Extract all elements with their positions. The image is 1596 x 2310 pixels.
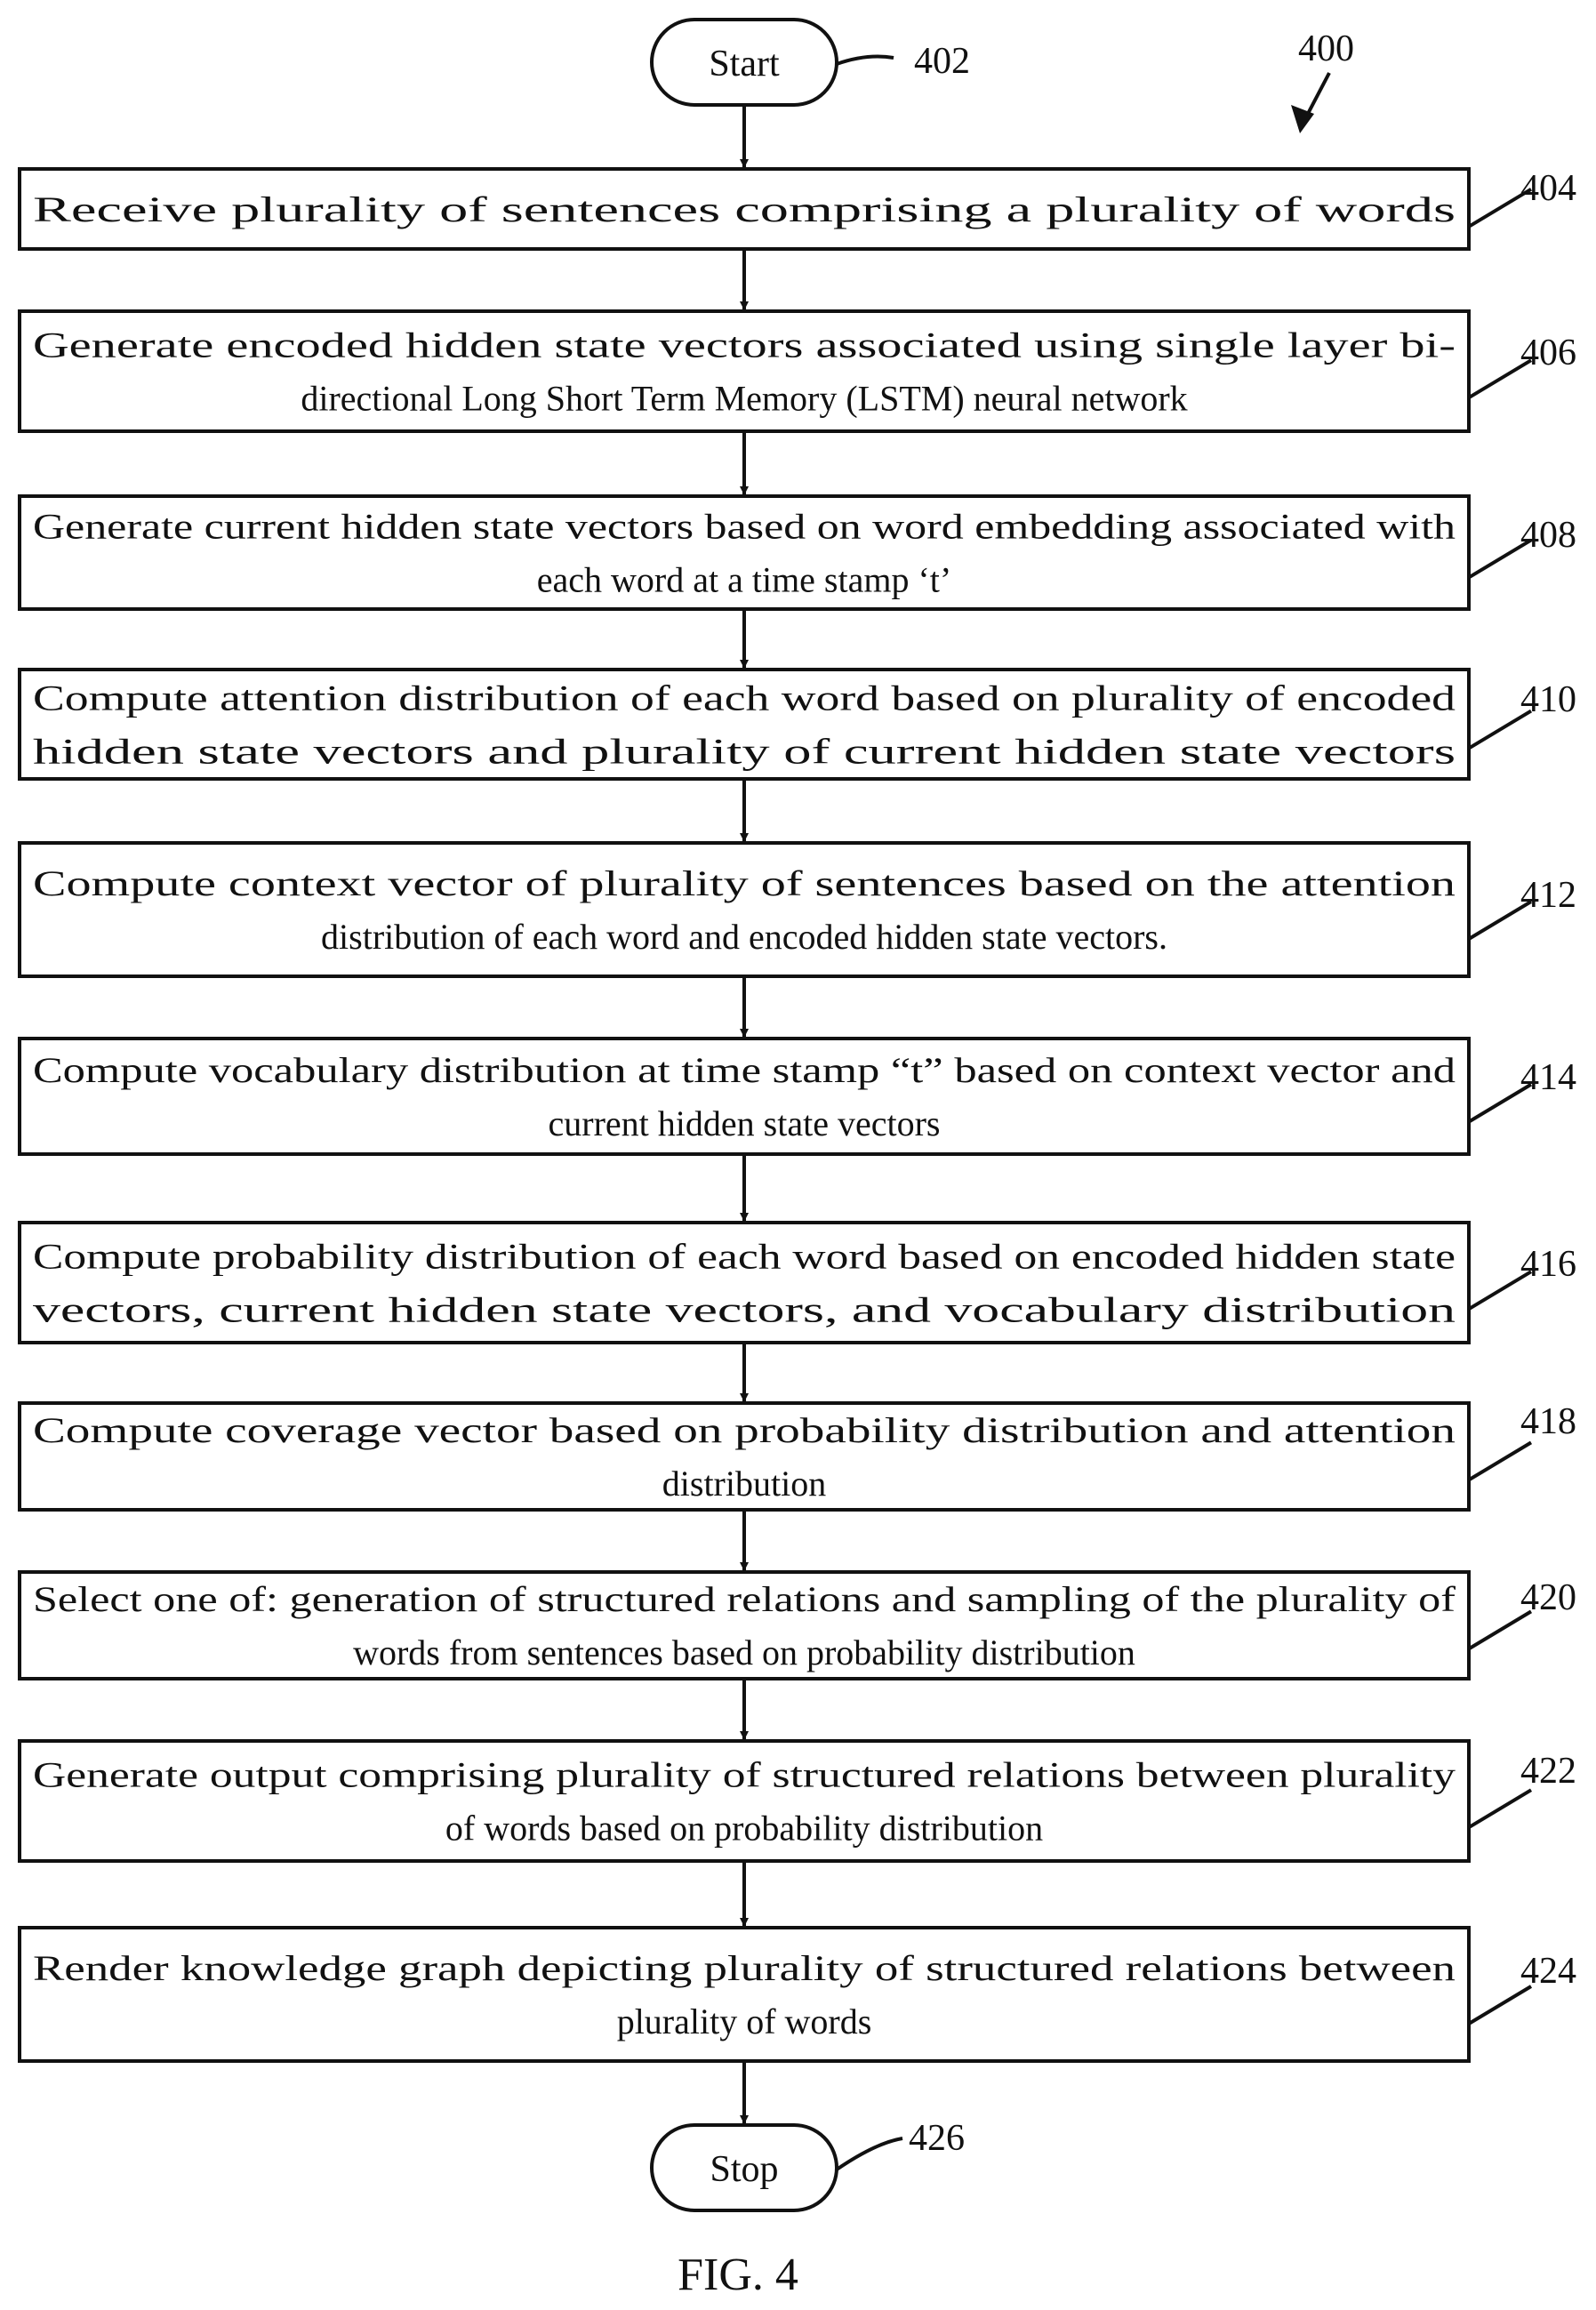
step-ref-leader [1467, 709, 1533, 750]
process-step-406: Generate encoded hidden state vectors as… [18, 309, 1576, 433]
step-text-line: distribution [662, 1464, 826, 1504]
step-ref-label: 408 [1520, 515, 1576, 556]
stop-label: Stop [710, 2149, 778, 2190]
step-ref-leader [1467, 1082, 1533, 1124]
step-ref-label: 422 [1520, 1751, 1576, 1792]
step-ref-leader [1467, 1609, 1533, 1651]
start-ref-label: 402 [914, 41, 970, 82]
step-box [18, 1739, 1471, 1863]
step-ref-label: 424 [1520, 1951, 1576, 1992]
step-ref-leader [1467, 1440, 1533, 1482]
step-box [18, 1926, 1471, 2063]
step-box [18, 309, 1471, 433]
step-box [18, 841, 1471, 978]
process-step-408: Generate current hidden state vectors ba… [18, 494, 1576, 611]
process-step-410: Compute attention distribution of each w… [18, 668, 1576, 781]
start-label: Start [709, 44, 780, 84]
process-step-418: Compute coverage vector based on probabi… [18, 1401, 1576, 1512]
step-text-line: Compute vocabulary distribution at time … [33, 1050, 1456, 1090]
process-step-414: Compute vocabulary distribution at time … [18, 1037, 1576, 1156]
step-ref-leader [1467, 358, 1533, 399]
process-step-404: Receive plurality of sentences comprisin… [18, 167, 1576, 251]
step-text-line: Compute context vector of plurality of s… [33, 863, 1456, 903]
step-text-line: directional Long Short Term Memory (LSTM… [301, 379, 1187, 419]
step-text-line: Generate output comprising plurality of … [33, 1755, 1456, 1795]
step-box [18, 668, 1471, 781]
step-text-line: Generate current hidden state vectors ba… [33, 507, 1456, 547]
step-ref-leader [1467, 1270, 1533, 1311]
step-ref-leader [1467, 188, 1533, 229]
step-ref-leader [1467, 538, 1533, 580]
step-text-line: Compute coverage vector based on probabi… [33, 1410, 1456, 1450]
step-text-line: plurality of words [617, 2001, 872, 2041]
step-box [18, 1221, 1471, 1344]
process-step-416: Compute probability distribution of each… [18, 1221, 1576, 1344]
start-ref-leader [836, 54, 894, 66]
step-ref-label: 406 [1520, 333, 1576, 373]
step-ref-label: 416 [1520, 1244, 1576, 1285]
process-step-420: Select one of: generation of structured … [18, 1570, 1576, 1680]
step-text-line: Receive plurality of sentences comprisin… [33, 189, 1456, 229]
step-text-line: hidden state vectors and plurality of cu… [33, 732, 1456, 772]
step-ref-label: 414 [1520, 1057, 1576, 1098]
figure-ref-arrowhead [1291, 105, 1314, 133]
process-step-422: Generate output comprising plurality of … [18, 1739, 1576, 1863]
stop-ref-label: 426 [909, 2118, 965, 2159]
figure-ref-label: 400 [1298, 28, 1354, 69]
step-ref-leader [1467, 1985, 1533, 2025]
stop-ref-leader [835, 2137, 903, 2171]
steps-layer: Receive plurality of sentences comprisin… [18, 105, 1576, 2124]
step-ref-label: 420 [1520, 1577, 1576, 1618]
step-box [18, 1037, 1471, 1156]
step-ref-label: 404 [1520, 168, 1576, 209]
step-box [18, 1570, 1471, 1680]
process-step-424: Render knowledge graph depicting plurali… [18, 1926, 1576, 2063]
step-ref-label: 418 [1520, 1401, 1576, 1442]
step-text-line: Select one of: generation of structured … [33, 1579, 1456, 1619]
figure-caption: FIG. 4 [678, 2250, 798, 2300]
step-box [18, 1401, 1471, 1512]
step-ref-label: 412 [1520, 875, 1576, 916]
step-text-line: Generate encoded hidden state vectors as… [33, 325, 1456, 365]
step-text-line: each word at a time stamp ‘t’ [537, 560, 951, 600]
step-text-line: Render knowledge graph depicting plurali… [33, 1948, 1456, 1988]
step-text-line: vectors, current hidden state vectors, a… [33, 1290, 1456, 1330]
step-ref-leader [1467, 900, 1533, 941]
step-text-line: Compute attention distribution of each w… [33, 678, 1456, 718]
step-ref-leader [1467, 1788, 1533, 1829]
step-text-line: Compute probability distribution of each… [33, 1237, 1456, 1277]
step-text-line: current hidden state vectors [549, 1103, 941, 1143]
step-ref-label: 410 [1520, 679, 1576, 720]
step-text-line: distribution of each word and encoded hi… [321, 917, 1167, 957]
step-text-line: of words based on probability distributi… [445, 1809, 1043, 1849]
process-step-412: Compute context vector of plurality of s… [18, 841, 1576, 978]
step-text-line: words from sentences based on probabilit… [353, 1632, 1135, 1672]
